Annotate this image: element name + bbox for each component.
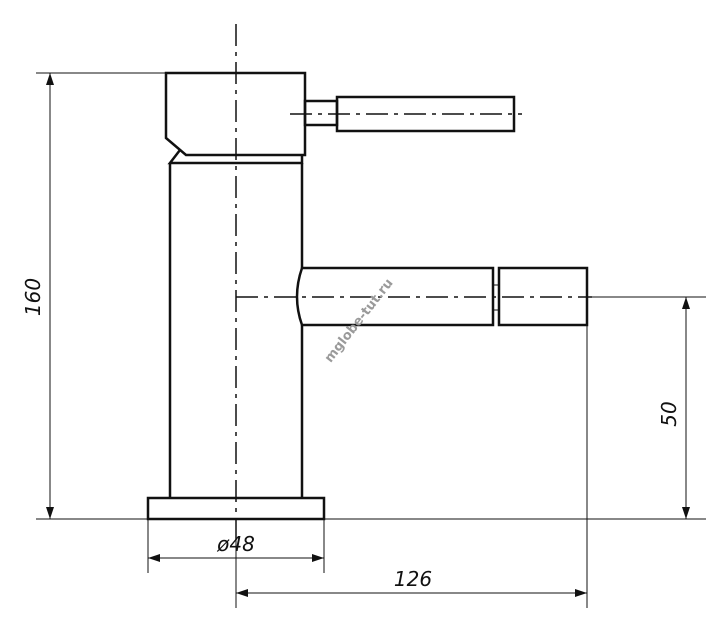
main-column (168, 163, 304, 498)
center-lines (235, 24, 592, 540)
handle-lever-stem (303, 99, 339, 127)
dimension-lines (46, 73, 690, 597)
extension-lines (36, 72, 706, 608)
label-spout-height: 50 (657, 401, 681, 426)
label-spout-reach: 126 (394, 567, 432, 591)
dimension-labels: 160 50 ø48 126 (21, 278, 681, 591)
label-base-diameter: ø48 (216, 532, 255, 556)
watermark: mglobe-tut.ru (322, 276, 397, 366)
label-total-height: 160 (21, 278, 45, 316)
neck (167, 149, 304, 165)
aerator-joint (493, 284, 499, 311)
spout (295, 266, 495, 327)
faucet-body (146, 71, 589, 521)
neck-bevel (179, 149, 187, 156)
handle-housing (164, 71, 307, 157)
